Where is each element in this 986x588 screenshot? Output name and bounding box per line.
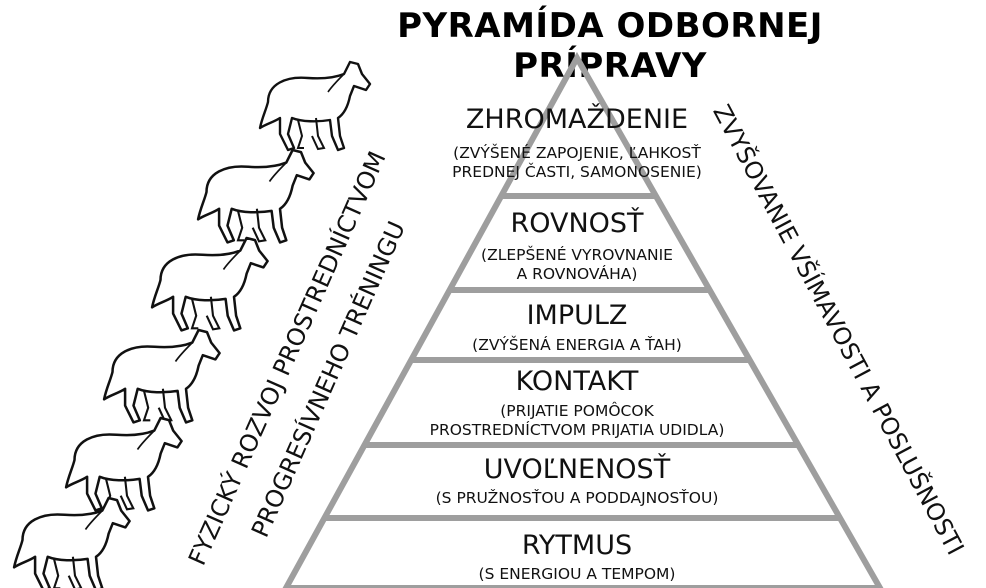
level-title-contact: KONTAKT: [515, 366, 639, 397]
level-desc-rhythm: (S ENERGIOU A TEMPOM): [478, 565, 676, 583]
level-title-impulsion: IMPULZ: [526, 300, 628, 331]
level-title-straightness: ROVNOSŤ: [510, 208, 644, 239]
level-desc-collection: (ZVÝŠENÉ ZAPOJENIE, ĽAHKOSŤ PREDNEJ ČAST…: [452, 144, 702, 181]
horse-icon: [150, 236, 269, 332]
level-desc-impulsion: (ZVÝŠENÁ ENERGIA A ŤAH): [472, 336, 682, 354]
horse-icon: [258, 60, 372, 152]
level-desc-straightness: (ZLEPŠENÉ VYROVNANIE A ROVNOVÁHA): [481, 246, 673, 283]
horse-icon: [102, 328, 221, 424]
pyramid-outline: [282, 51, 884, 588]
level-desc-contact: (PRIJATIE POMÔCOK PROSTREDNÍCTVOM PRIJAT…: [429, 402, 725, 439]
level-title-collection: ZHROMAŽDENIE: [465, 104, 689, 135]
horse-icon: [196, 148, 315, 244]
page-title: PYRAMÍDA ODBORNEJ PRÍPRAVY: [397, 6, 823, 86]
level-desc-suppleness: (S PRUŽNOSŤOU A PODDAJNOSŤOU): [435, 489, 719, 507]
horse-icon: [12, 496, 131, 588]
level-title-suppleness: UVOĽNENOSŤ: [483, 454, 671, 485]
level-title-rhythm: RYTMUS: [521, 530, 633, 561]
horse-icon: [64, 416, 183, 512]
